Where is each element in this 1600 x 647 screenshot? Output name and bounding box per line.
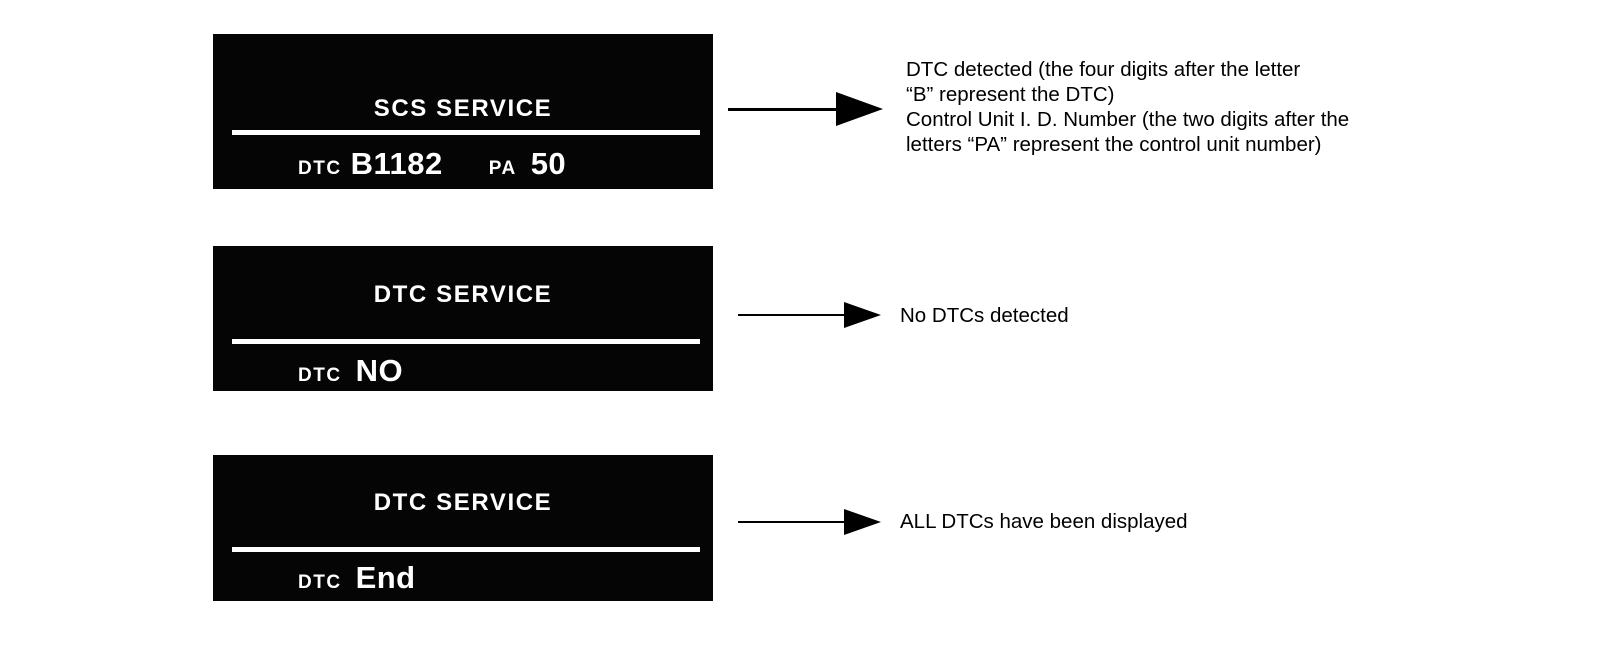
lcd-secondary-value: 50 xyxy=(530,146,567,181)
lcd-dtc-value: B1182 xyxy=(350,146,443,181)
lcd-dtc-value: End xyxy=(355,560,416,595)
arrow-shaft xyxy=(738,314,848,316)
lcd-title: SCS SERVICE xyxy=(373,95,553,122)
lcd-title: DTC SERVICE xyxy=(373,281,553,308)
lcd-divider xyxy=(232,547,700,552)
lcd-value-label: DTC xyxy=(298,365,342,386)
arrow-head-icon xyxy=(844,302,881,328)
lcd-value-row: DTC NO xyxy=(213,353,713,389)
lcd-divider xyxy=(232,339,700,344)
lcd-dtc-value: NO xyxy=(355,353,404,388)
lcd-value-row: DTC B1182 PA 50 xyxy=(213,146,713,182)
arrow-head-icon xyxy=(836,92,883,126)
annotation-text-1: DTC detected (the four digits after the … xyxy=(906,58,1350,156)
lcd-value-label: DTC xyxy=(298,572,342,593)
annotation-text-3: ALL DTCs have been displayed xyxy=(900,510,1188,533)
lcd-title: DTC SERVICE xyxy=(373,489,553,516)
lcd-divider xyxy=(232,130,700,135)
annotation-text-2: No DTCs detected xyxy=(900,304,1069,327)
lcd-value-label: DTC xyxy=(298,158,342,179)
lcd-panel-dtc-service-no: DTC SERVICE DTC NO xyxy=(213,246,713,391)
lcd-panel-dtc-service-end: DTC SERVICE DTC End xyxy=(213,455,713,601)
lcd-value-row: DTC End xyxy=(213,560,713,596)
arrow-shaft xyxy=(738,521,848,523)
arrow-head-icon xyxy=(844,509,881,535)
lcd-panel-scs-service: SCS SERVICE DTC B1182 PA 50 xyxy=(213,34,713,189)
lcd-secondary-label: PA xyxy=(488,158,517,179)
arrow-shaft xyxy=(728,108,840,111)
